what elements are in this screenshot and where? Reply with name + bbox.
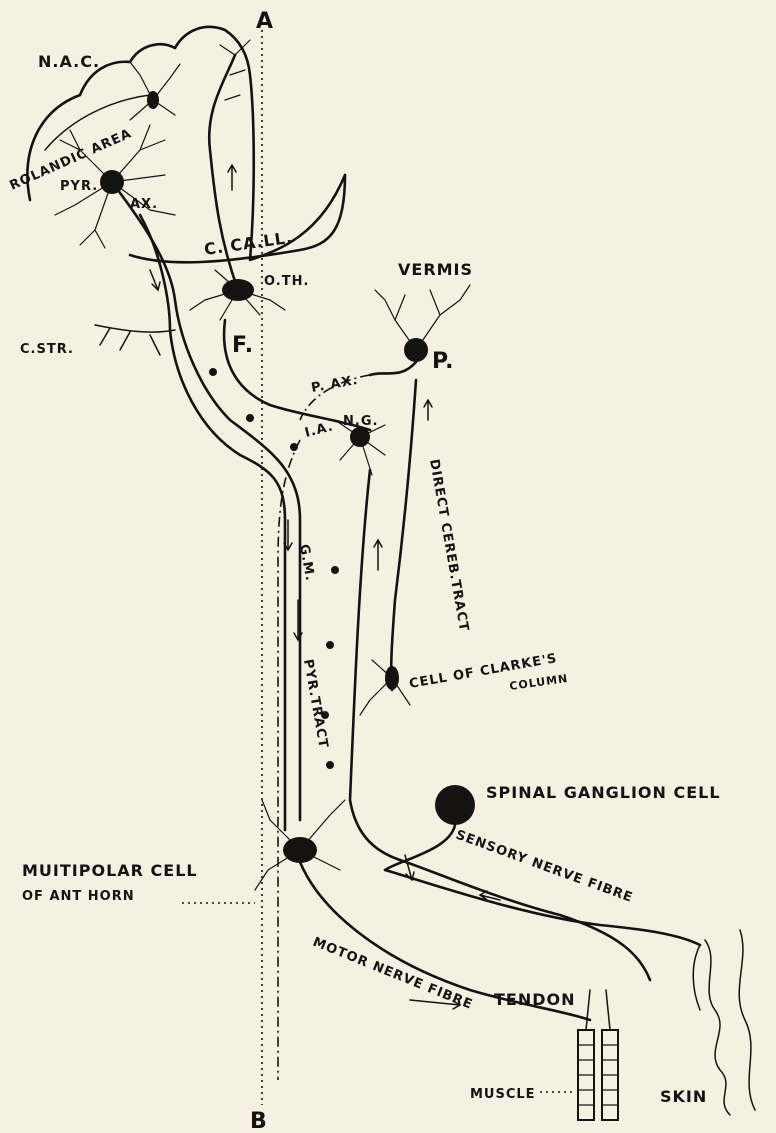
label-o-th: O.TH. — [264, 274, 309, 289]
label-tendon: TENDON — [494, 990, 576, 1009]
thalamus-axon-branches — [220, 40, 250, 100]
label-motor-nerve-fibre: MOTOR NERVE FIBRE — [311, 935, 475, 1013]
label-ax: AX. — [130, 197, 158, 212]
c-str-branch — [95, 325, 175, 355]
label-p: P. — [432, 349, 454, 374]
label-pyr-tract: PYR.TRACT — [300, 658, 330, 750]
purkinje-axon — [370, 362, 416, 375]
muscle-block — [578, 990, 618, 1120]
label-c-str: C.STR. — [20, 342, 74, 357]
label-b: B — [250, 1109, 268, 1133]
sensory-fibre-lower — [400, 860, 650, 980]
label-a: A — [256, 9, 274, 34]
direct-cereb-tract — [391, 380, 416, 690]
arrows — [150, 165, 500, 1009]
label-vermis: VERMIS — [398, 260, 473, 279]
pyramidal-axon-outer — [140, 215, 285, 830]
label-p-ax: P. AX. — [310, 373, 360, 396]
label-skin: SKIN — [660, 1087, 707, 1106]
skin-outline — [705, 930, 755, 1115]
label-pyr: PYR. — [60, 179, 98, 194]
label-nac: N.A.C. — [38, 52, 100, 71]
spinal-ganglion-cell — [435, 785, 475, 825]
nac-cell — [130, 62, 180, 120]
clarke-cell — [360, 660, 410, 715]
label-spinal-ganglion: SPINAL GANGLION CELL — [486, 783, 721, 802]
label-multipolar-1: MUITIPOLAR CELL — [22, 861, 198, 880]
label-ng: N.G. — [343, 414, 378, 429]
label-clarke-2: COLUMN — [509, 672, 569, 693]
label-f: F. — [232, 333, 254, 358]
label-muscle: MUSCLE — [470, 1087, 536, 1102]
purkinje-cell — [375, 285, 470, 362]
label-multipolar-2: OF ANT HORN — [22, 889, 135, 904]
dash-dot-tract — [278, 440, 300, 1080]
label-ia: I.A. — [303, 419, 335, 441]
skin-fibre-branch — [693, 945, 700, 1010]
label-direct-cereb-tract: DIRECT CEREB.TRACT — [426, 458, 471, 633]
sensory-fibre-upper — [385, 825, 700, 945]
